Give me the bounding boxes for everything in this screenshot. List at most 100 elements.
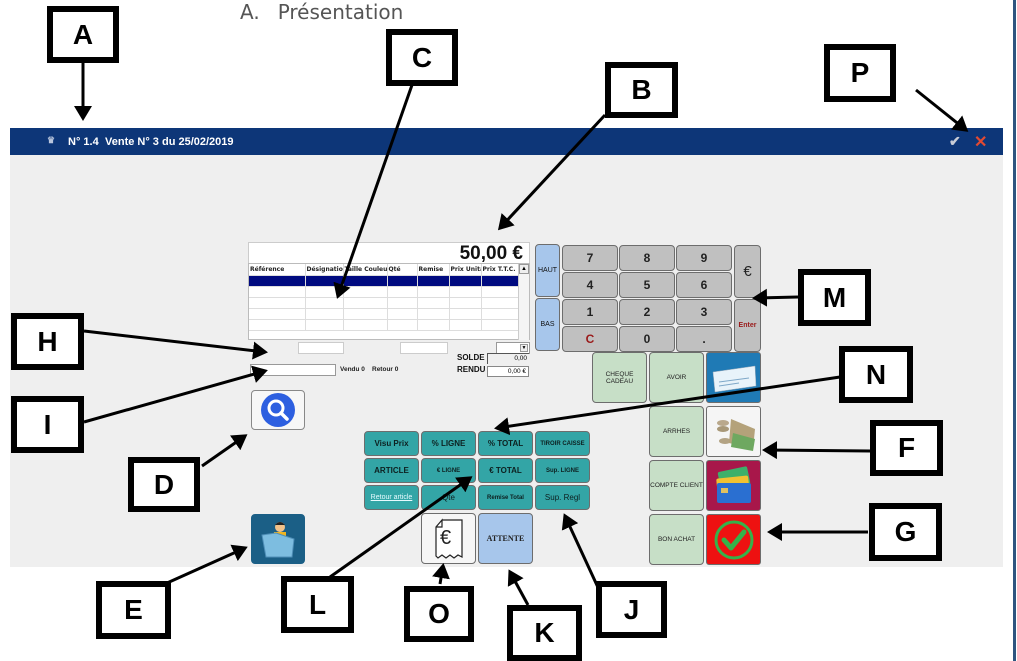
client-folder-icon — [261, 522, 295, 558]
window-number: N° 1.4 — [68, 136, 99, 148]
key-1[interactable]: 1 — [562, 299, 618, 325]
key-0[interactable]: 0 — [619, 326, 675, 352]
table-row[interactable] — [249, 308, 520, 320]
cheque-payment-button[interactable] — [706, 352, 761, 403]
document-heading: A. Présentation — [240, 0, 403, 24]
key-4[interactable]: 4 — [562, 272, 618, 298]
compte-client-button[interactable]: COMPTE CLIENT — [649, 460, 704, 511]
arrhes-button[interactable]: ARRHES — [649, 406, 704, 457]
grid-header: Référence Désignation Taille Couleur Qté… — [249, 264, 520, 276]
bas-button[interactable]: BAS — [535, 298, 560, 351]
eur-total-button[interactable]: € TOTAL — [478, 458, 533, 483]
article-button[interactable]: ARTICLE — [364, 458, 419, 483]
validate-icon[interactable]: ✔ — [949, 133, 961, 149]
callout-f: F — [870, 420, 943, 476]
key-3[interactable]: 3 — [676, 299, 732, 325]
bon-achat-button[interactable]: BON ACHAT — [649, 514, 704, 565]
sale-lines-grid[interactable]: Référence Désignation Taille Couleur Qté… — [248, 263, 530, 340]
validate-sale-button[interactable] — [706, 514, 761, 565]
key-9[interactable]: 9 — [676, 245, 732, 271]
sup-regl-button[interactable]: Sup. Regl — [535, 485, 590, 510]
enter-key[interactable]: Enter — [734, 299, 761, 352]
eur-ligne-button[interactable]: € LIGNE — [421, 458, 476, 483]
key-6[interactable]: 6 — [676, 272, 732, 298]
callout-m: M — [798, 269, 871, 326]
remise-total-button[interactable]: Remise Total — [478, 485, 533, 510]
col-remise[interactable]: Remise — [417, 264, 450, 276]
cheque-icon — [712, 365, 756, 392]
crown-icon: ♛ — [47, 135, 56, 145]
cash-icon — [716, 418, 755, 451]
callout-d: D — [128, 457, 200, 512]
client-folder-button[interactable] — [251, 514, 305, 564]
callout-b: B — [605, 62, 678, 118]
rendu-label: RENDU — [457, 365, 486, 374]
table-row[interactable] — [249, 275, 520, 287]
callout-n: N — [839, 346, 913, 403]
key-8[interactable]: 8 — [619, 245, 675, 271]
callout-l: L — [281, 576, 354, 633]
table-row[interactable] — [249, 319, 520, 331]
callout-e: E — [96, 581, 171, 639]
cash-payment-button[interactable] — [706, 406, 761, 457]
col-prix-ttc[interactable]: Prix T.T.C. — [481, 264, 520, 276]
key-clear[interactable]: C — [562, 326, 618, 352]
callout-j: J — [596, 581, 667, 638]
callout-i: I — [11, 396, 84, 453]
pct-ligne-button[interactable]: % LIGNE — [421, 431, 476, 456]
key-5[interactable]: 5 — [619, 272, 675, 298]
scroll-up-icon[interactable]: ▲ — [519, 264, 529, 274]
vendu-count: Vendu 0 — [340, 366, 365, 373]
key-2[interactable]: 2 — [619, 299, 675, 325]
key-decimal[interactable]: . — [676, 326, 732, 352]
heading-text: Présentation — [277, 0, 404, 24]
callout-g: G — [869, 503, 942, 561]
filter-field-designation[interactable] — [298, 342, 344, 354]
arrow-o — [432, 563, 450, 585]
card-payment-button[interactable] — [706, 460, 761, 511]
page-border — [1013, 0, 1016, 661]
col-reference[interactable]: Référence — [249, 264, 306, 276]
close-icon[interactable]: ✕ — [974, 134, 988, 151]
credit-card-icon — [715, 465, 751, 503]
arrow-k — [507, 569, 530, 606]
table-row[interactable] — [249, 297, 520, 309]
heading-number: A. — [240, 0, 260, 24]
retour-count: Retour 0 — [372, 366, 399, 373]
attente-button[interactable]: ATTENTE — [478, 513, 533, 564]
chevron-down-icon[interactable]: ▼ — [520, 344, 528, 352]
euro-key[interactable]: € — [734, 245, 761, 298]
print-receipt-button[interactable]: € — [421, 513, 476, 564]
sup-ligne-button[interactable]: Sup. LIGNE — [535, 458, 590, 483]
qte-button[interactable]: Qte — [421, 485, 476, 510]
avoir-button[interactable]: AVOIR — [649, 352, 704, 403]
haut-button[interactable]: HAUT — [535, 244, 560, 297]
col-designation[interactable]: Désignation — [305, 264, 344, 276]
arrow-p — [915, 88, 969, 132]
tiroir-caisse-button[interactable]: TIROIR CAISSE — [535, 431, 590, 456]
callout-c: C — [386, 29, 458, 86]
visu-prix-button[interactable]: Visu Prix — [364, 431, 419, 456]
search-icon — [261, 393, 295, 427]
window-title: Vente N° 3 du 25/02/2019 — [105, 136, 234, 148]
solde-label: SOLDE — [457, 353, 485, 362]
col-taille-couleur[interactable]: Taille Couleur — [343, 264, 388, 276]
pct-total-button[interactable]: % TOTAL — [478, 431, 533, 456]
retour-article-link[interactable]: Retour article — [364, 485, 419, 510]
key-7[interactable]: 7 — [562, 245, 618, 271]
rendu-value[interactable]: 0,00 € — [487, 366, 529, 377]
col-prix-unitaire[interactable]: Prix Unitai — [449, 264, 482, 276]
callout-k: K — [507, 605, 582, 661]
cheque-cadeau-button[interactable]: CHEQUE CADEAU — [592, 352, 647, 403]
col-qte[interactable]: Qté — [387, 264, 418, 276]
search-button[interactable] — [251, 390, 305, 430]
table-row[interactable] — [249, 286, 520, 298]
barcode-input[interactable] — [250, 364, 336, 376]
check-circle-icon — [714, 520, 753, 559]
callout-o: O — [404, 586, 474, 642]
grid-scrollbar[interactable]: ▲ — [518, 264, 529, 340]
receipt-euro-symbol: € — [440, 527, 452, 549]
callout-h: H — [11, 313, 84, 370]
filter-field-remise[interactable] — [400, 342, 448, 354]
callout-p: P — [824, 44, 896, 102]
